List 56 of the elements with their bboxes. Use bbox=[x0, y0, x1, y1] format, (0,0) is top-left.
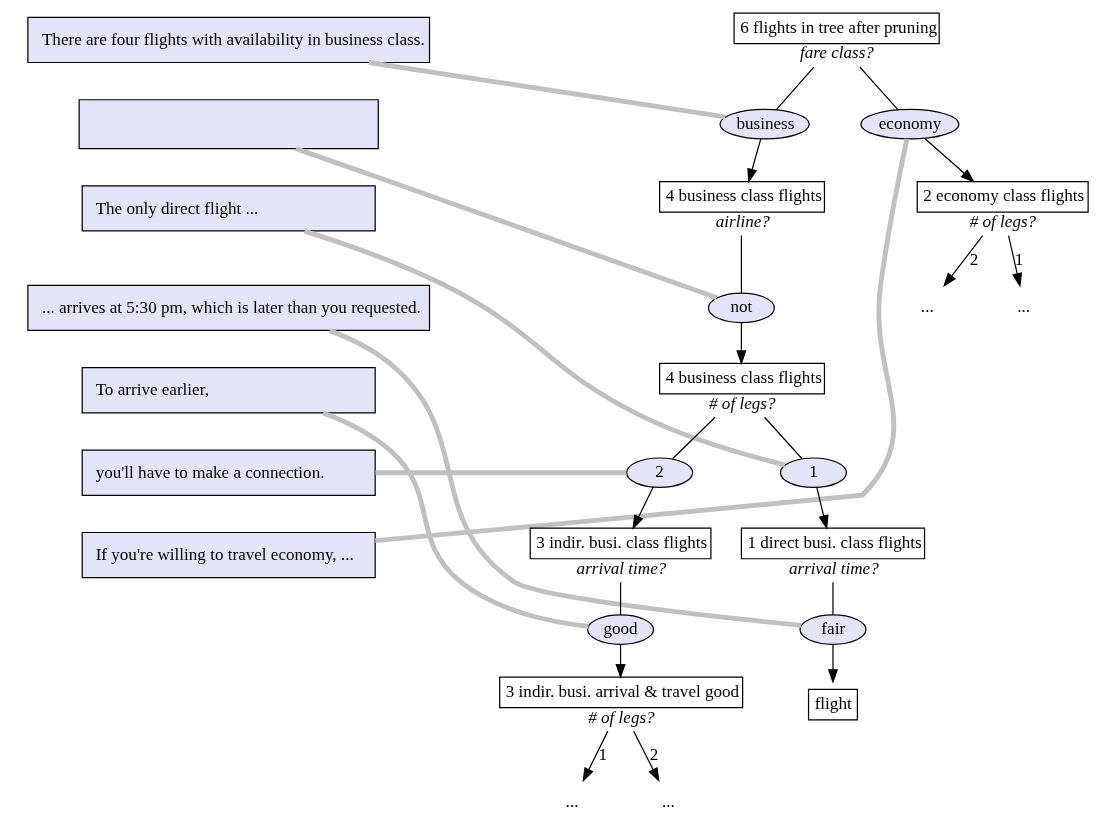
edge-label: 1 bbox=[598, 745, 607, 765]
node-ellipse: fair bbox=[798, 614, 867, 645]
node-ellipse: 1 bbox=[779, 457, 847, 488]
node-box bbox=[78, 99, 379, 150]
connector bbox=[328, 328, 801, 628]
node-ellipse: economy bbox=[859, 108, 959, 140]
arrow bbox=[942, 235, 983, 288]
arrow bbox=[632, 730, 660, 783]
node-text: ... bbox=[920, 297, 934, 317]
arrow bbox=[923, 137, 975, 183]
node-box: 4 business class flights bbox=[658, 180, 825, 213]
arrow bbox=[1007, 235, 1022, 288]
connector bbox=[321, 410, 589, 629]
node-box: 6 flights in tree after pruning bbox=[733, 12, 940, 45]
node-ellipse: good bbox=[586, 614, 654, 645]
node-box: flight bbox=[807, 688, 858, 721]
connector bbox=[294, 146, 718, 301]
node-ellipse: 2 bbox=[625, 457, 693, 488]
edge-label: 1 bbox=[1014, 249, 1023, 269]
connector bbox=[374, 138, 909, 543]
connector bbox=[303, 228, 785, 468]
connector bbox=[763, 416, 803, 460]
connector bbox=[740, 235, 742, 294]
arrow bbox=[631, 486, 654, 530]
arrow bbox=[746, 138, 761, 184]
node-label: arrival time? bbox=[576, 558, 666, 578]
node-label: arrival time? bbox=[788, 558, 879, 578]
node-text: ... bbox=[1016, 297, 1030, 317]
node-label: fare class? bbox=[799, 43, 874, 63]
arrow bbox=[582, 730, 608, 783]
node-ellipse: not bbox=[707, 292, 775, 324]
connector bbox=[375, 470, 626, 476]
arrow bbox=[827, 643, 838, 684]
connector bbox=[671, 416, 716, 460]
node-box: 2 economy class flights bbox=[916, 180, 1089, 213]
connector bbox=[619, 581, 621, 616]
node-label: # of legs? bbox=[969, 211, 1036, 231]
node-box: 3 indir. busi. class flights bbox=[529, 527, 711, 560]
node-label: # of legs? bbox=[708, 393, 775, 413]
edge-label: 2 bbox=[969, 249, 978, 269]
node-text: ... bbox=[661, 792, 675, 812]
arrow bbox=[614, 643, 626, 679]
connector bbox=[367, 60, 725, 120]
node-text: ... bbox=[565, 792, 578, 812]
node-box: 1 direct busi. class flights bbox=[740, 527, 925, 560]
node-ellipse: business bbox=[718, 108, 810, 140]
edge-label: 2 bbox=[649, 745, 658, 765]
connector bbox=[775, 66, 814, 111]
connector bbox=[831, 581, 834, 616]
arrow bbox=[815, 486, 829, 530]
node-label: # of legs? bbox=[587, 707, 655, 727]
node-box: 4 business class flights bbox=[658, 362, 825, 395]
connector bbox=[858, 66, 899, 111]
node-label: airline? bbox=[715, 211, 770, 231]
node-box: 3 indir. busi. arrival & travel good bbox=[498, 676, 743, 709]
arrow bbox=[735, 322, 747, 365]
